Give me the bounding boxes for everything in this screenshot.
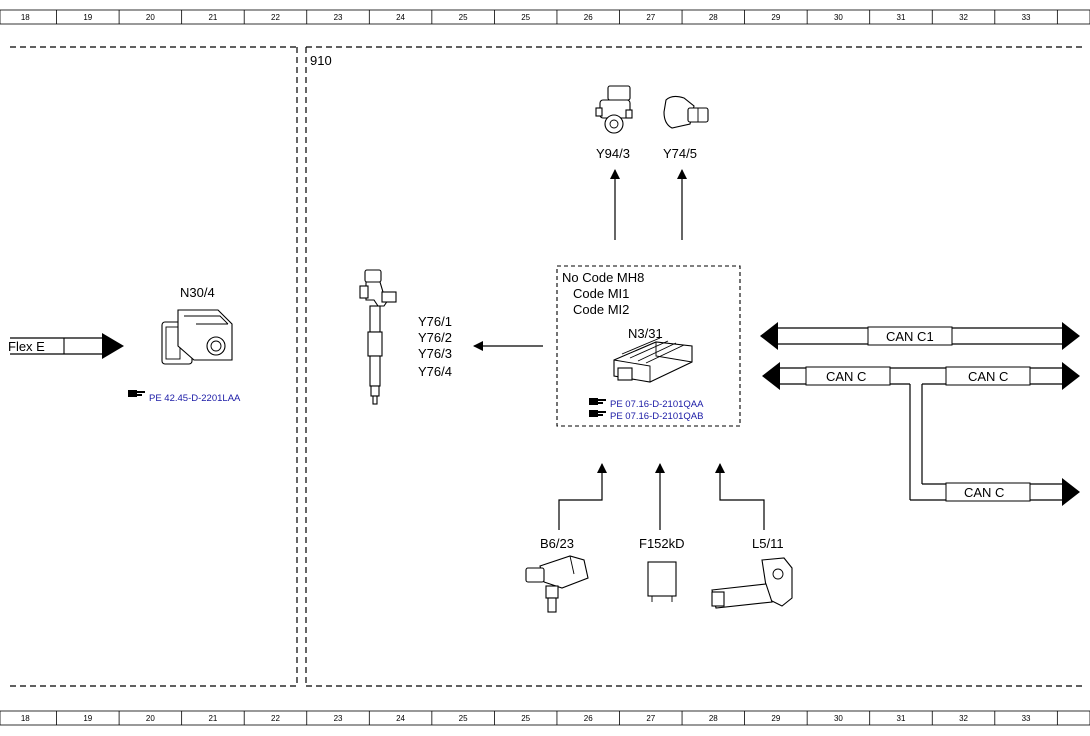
y76-2-label: Y76/2 bbox=[418, 330, 452, 345]
area-frame-910 bbox=[305, 46, 1082, 687]
ecu-code-line-3: Code MI2 bbox=[573, 302, 629, 317]
arrow-from-b6-23 bbox=[558, 463, 607, 530]
ruler-number: 22 bbox=[271, 13, 280, 22]
ecu-ref-link-1[interactable]: PE 07.16-D-2101QAA bbox=[589, 398, 704, 410]
l5-11-label: L5/11 bbox=[752, 536, 784, 551]
hand-pointer-icon bbox=[128, 390, 145, 397]
n30-4-ref-text[interactable]: PE 42.45-D-2201LAA bbox=[149, 393, 241, 404]
n30-4-module-icon bbox=[161, 309, 233, 365]
b6-23-sensor-icon bbox=[525, 555, 589, 613]
ruler-number: 23 bbox=[334, 714, 343, 723]
flex-e-connection: Flex E bbox=[8, 333, 124, 359]
ruler-number: 27 bbox=[646, 714, 655, 723]
ruler-number: 18 bbox=[21, 714, 30, 723]
y74-5-valve-icon bbox=[663, 95, 709, 129]
y76-4-label: Y76/4 bbox=[418, 364, 452, 379]
ruler-number: 25 bbox=[459, 13, 468, 22]
ruler-number: 30 bbox=[834, 714, 843, 723]
ruler-number: 24 bbox=[396, 13, 405, 22]
y76-1-label: Y76/1 bbox=[418, 314, 452, 329]
bottom-ruler: 18 19 20 21 22 23 24 25 25 26 27 28 29 30 31 32 33 bbox=[0, 710, 1090, 726]
ruler-number: 33 bbox=[1022, 714, 1031, 723]
ruler-number: 29 bbox=[771, 714, 780, 723]
n30-4-label: N30/4 bbox=[180, 285, 215, 300]
ecu-code-line-1: No Code MH8 bbox=[562, 270, 644, 285]
ruler-number: 19 bbox=[83, 714, 92, 723]
f152kd-label: F152kD bbox=[639, 536, 685, 551]
ruler-number: 21 bbox=[208, 714, 217, 723]
f152kd-relay-icon bbox=[647, 561, 677, 602]
ruler-number: 25 bbox=[459, 714, 468, 723]
can-c1-bus: CAN C1 bbox=[760, 322, 1080, 350]
ruler-number: 31 bbox=[897, 714, 906, 723]
ecu-ref-text-1[interactable]: PE 07.16-D-2101QAA bbox=[610, 399, 704, 410]
area-frame-left bbox=[10, 46, 298, 687]
flex-e-label: Flex E bbox=[8, 339, 45, 354]
can-c-right-label: CAN C bbox=[968, 369, 1008, 384]
y94-3-label: Y94/3 bbox=[596, 146, 630, 161]
ruler-number: 25 bbox=[521, 714, 530, 723]
ruler-number: 22 bbox=[271, 714, 280, 723]
ruler-number: 26 bbox=[584, 13, 593, 22]
ecu-ref-link-2[interactable]: PE 07.16-D-2101QAB bbox=[589, 410, 703, 422]
b6-23-label: B6/23 bbox=[540, 536, 574, 551]
y94-3-valve-icon bbox=[595, 85, 633, 134]
ruler-number: 27 bbox=[646, 13, 655, 22]
ruler-number: 19 bbox=[83, 13, 92, 22]
can-c-bus: CAN C CAN C CAN C bbox=[762, 362, 1080, 506]
ecu-module-icon bbox=[613, 337, 693, 383]
ruler-number: 20 bbox=[146, 13, 155, 22]
area-code: 910 bbox=[310, 53, 332, 68]
can-c-lower-label: CAN C bbox=[964, 485, 1004, 500]
l5-11-sensor-icon bbox=[711, 557, 793, 609]
ruler-number: 20 bbox=[146, 714, 155, 723]
injector-icon bbox=[359, 269, 397, 405]
ecu-code-line-2: Code MI1 bbox=[573, 286, 629, 301]
ruler-number: 32 bbox=[959, 714, 968, 723]
ruler-number: 30 bbox=[834, 13, 843, 22]
ecu-ref-text-2[interactable]: PE 07.16-D-2101QAB bbox=[610, 411, 703, 422]
ruler-number: 25 bbox=[521, 13, 530, 22]
ruler-number: 31 bbox=[897, 13, 906, 22]
ruler-number: 33 bbox=[1022, 13, 1031, 22]
ruler-number: 18 bbox=[21, 13, 30, 22]
hand-pointer-icon bbox=[589, 410, 606, 417]
can-c-left-label: CAN C bbox=[826, 369, 866, 384]
ruler-number: 23 bbox=[334, 13, 343, 22]
ruler-number: 24 bbox=[396, 714, 405, 723]
ruler-number: 29 bbox=[771, 13, 780, 22]
ruler-number: 26 bbox=[584, 714, 593, 723]
y74-5-label: Y74/5 bbox=[663, 146, 697, 161]
arrow-from-l5-11 bbox=[715, 463, 765, 530]
can-c1-label: CAN C1 bbox=[886, 329, 934, 344]
n30-4-ref-link[interactable]: PE 42.45-D-2201LAA bbox=[128, 390, 241, 404]
ruler-number: 32 bbox=[959, 13, 968, 22]
ruler-number: 28 bbox=[709, 13, 718, 22]
n3-31-label: N3/31 bbox=[628, 326, 663, 341]
y76-3-label: Y76/3 bbox=[418, 346, 452, 361]
ecu-frame bbox=[556, 265, 741, 427]
top-ruler: 18 19 20 21 22 23 24 25 25 26 27 28 29 30 31 32 33 bbox=[0, 9, 1090, 25]
hand-pointer-icon bbox=[589, 398, 606, 405]
ruler-number: 28 bbox=[709, 714, 718, 723]
ruler-number: 21 bbox=[208, 13, 217, 22]
